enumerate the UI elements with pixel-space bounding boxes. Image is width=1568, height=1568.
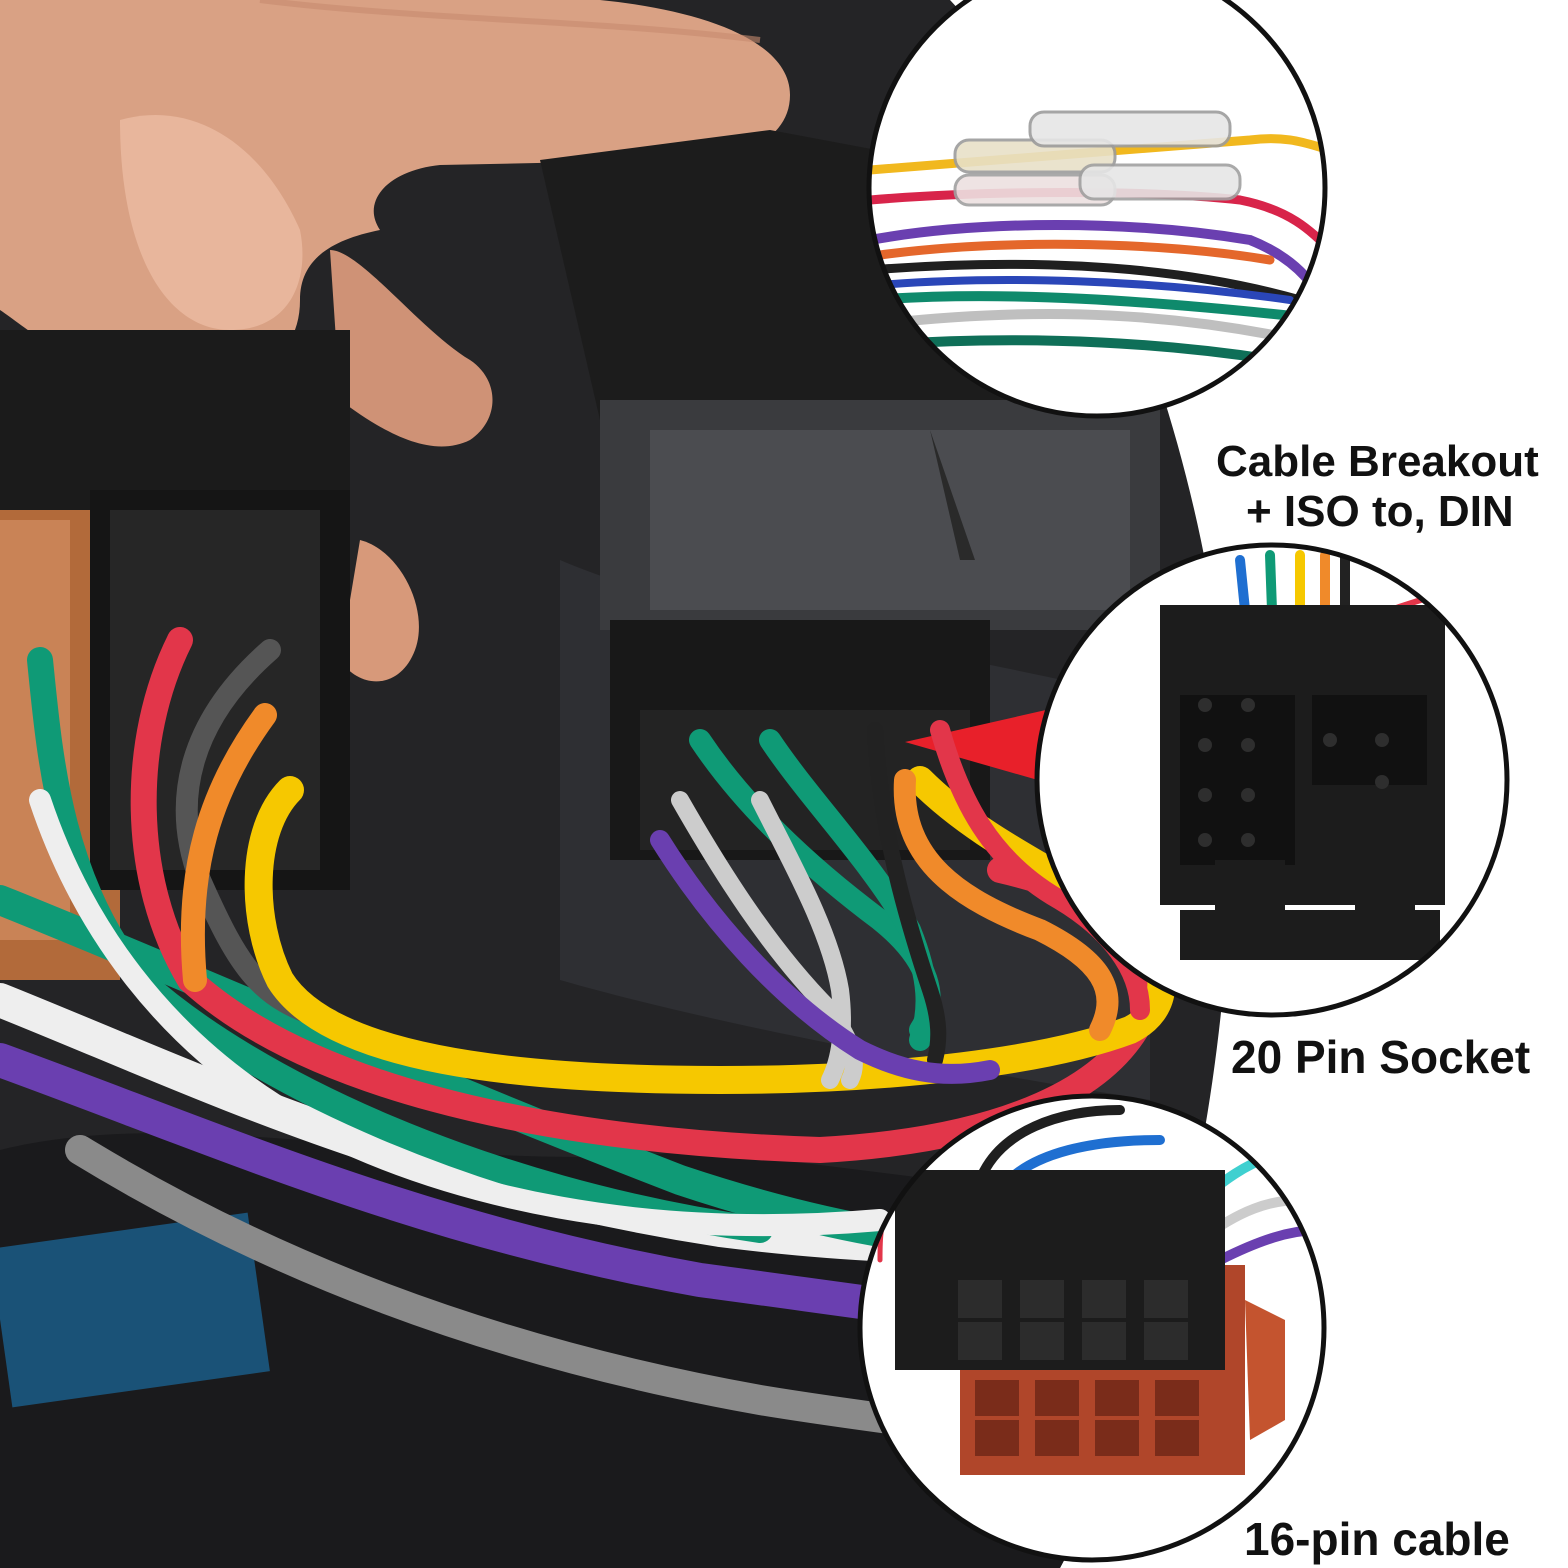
cable-breakout-label: Cable Breakout <box>1216 437 1539 486</box>
iso-to-din-label: + ISO to, DIN <box>1246 487 1514 536</box>
inset-cable-breakout <box>866 0 1328 419</box>
inset-20-pin-socket <box>1034 542 1510 1018</box>
socket-label: 20 Pin Socket <box>1231 1031 1531 1083</box>
hand <box>0 0 790 682</box>
cable-label: 16-pin cable <box>1244 1513 1510 1565</box>
